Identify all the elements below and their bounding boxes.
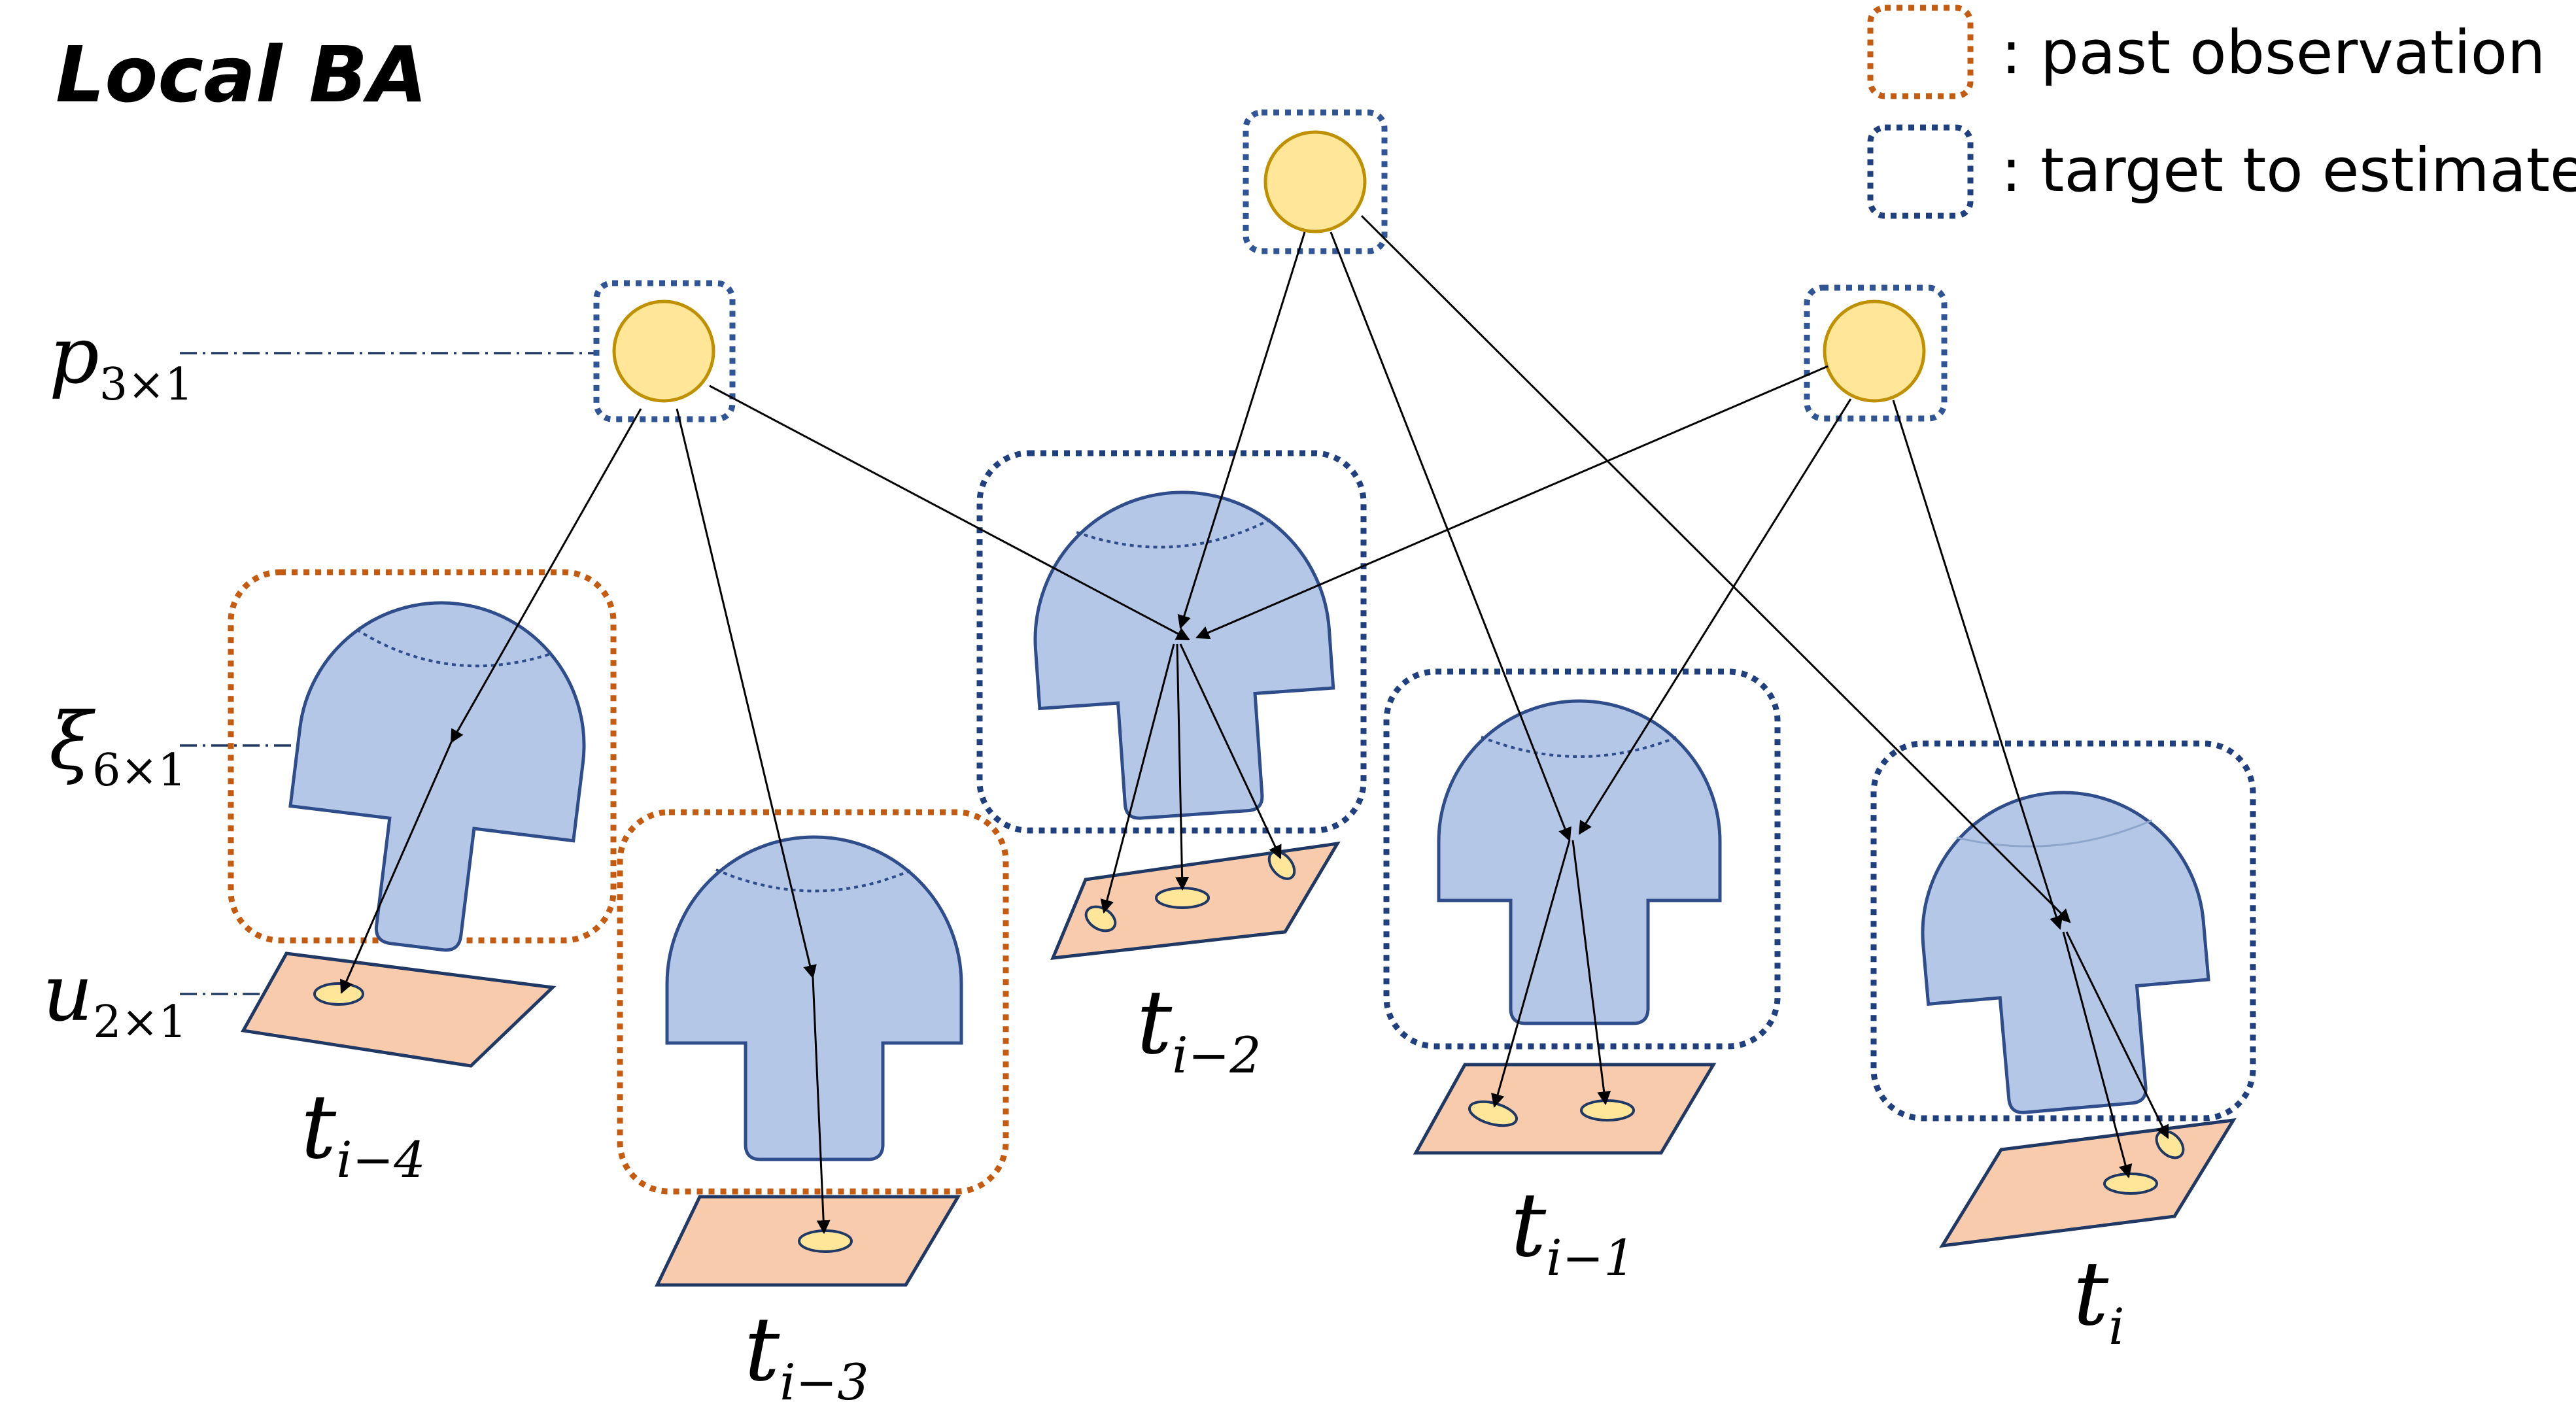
landmark-right-box — [1804, 284, 1948, 422]
camera-lens-arc — [1481, 736, 1678, 758]
landmark-left-point — [612, 300, 715, 403]
camera-body — [1921, 791, 2210, 1114]
frame-t-i-3-box — [617, 809, 1009, 1195]
ray-left-to-t-i-2-center — [709, 385, 1190, 641]
image-plane — [1413, 1063, 1717, 1155]
ray-top-to-t-i-center — [1360, 214, 2071, 923]
frame-t-i-4: ti−4 — [228, 569, 617, 1189]
camera-body — [1437, 699, 1722, 1025]
ray-t-i-to-image-b — [2065, 931, 2169, 1139]
ray-right-to-t-i-2-center — [1195, 365, 1829, 640]
observation-point — [1155, 887, 1210, 909]
observation-point — [798, 1229, 853, 1253]
legend-past-label: : past observation — [2001, 18, 2545, 88]
observation-point — [313, 982, 364, 1006]
frame-t-i-1: ti−1 — [1383, 668, 1781, 1287]
diagram-title: Local BA — [56, 29, 428, 120]
ray-top-to-t-i-2-center — [1177, 231, 1306, 630]
landmark-top-point — [1263, 130, 1367, 233]
frame-t-i-label: ti — [2073, 1242, 2125, 1356]
camera-lens-arc — [715, 868, 913, 893]
ray-right-to-t-i-center — [1892, 400, 2063, 931]
ray-left-to-t-i-4-center — [450, 408, 642, 744]
frame-t-i: ti — [1870, 740, 2256, 1356]
observation-rays — [339, 214, 2169, 1235]
p-label: p3×1 — [49, 311, 193, 411]
frame-t-i-2: ti−2 — [976, 450, 1367, 1084]
landmark-top-box — [1243, 109, 1388, 254]
legend-target-swatch — [1867, 124, 1974, 219]
ray-t-i-4-to-image — [339, 742, 453, 994]
observation-point — [2103, 1173, 2158, 1195]
ray-t-i-2-to-image-c — [1179, 643, 1282, 859]
u-label: u2×1 — [43, 948, 187, 1048]
frame-t-i-1-box — [1383, 668, 1781, 1050]
ray-t-i-2-to-image-b — [1175, 643, 1190, 891]
ray-t-i-1-to-image-a — [1491, 840, 1571, 1108]
ray-t-i-2-to-image-a — [1100, 643, 1175, 914]
frame-t-i-2-box — [976, 450, 1367, 834]
landmarks — [593, 109, 1948, 422]
frame-t-i-2-label: ti−2 — [1137, 971, 1262, 1084]
frame-t-i-4-label: ti−4 — [301, 1076, 426, 1189]
legend-target-label: : target to estimate — [2001, 135, 2576, 205]
frame-t-i-box — [1870, 740, 2256, 1121]
camera-lens-arc — [1076, 517, 1273, 549]
image-plane — [241, 951, 557, 1068]
ray-left-to-t-i-3-center — [676, 408, 817, 980]
landmark-left-box — [593, 280, 736, 422]
legend: : past observation : target to estimate — [1867, 5, 2576, 219]
xi-label: ξ6×1 — [49, 696, 186, 796]
ray-t-i-3-to-image — [812, 977, 831, 1235]
ray-right-to-t-i-1-center — [1578, 398, 1852, 835]
ray-t-i-1-to-image-b — [1571, 840, 1611, 1106]
observation-point — [1580, 1099, 1635, 1121]
image-plane — [1939, 1118, 2237, 1248]
ray-t-i-to-image-a — [2062, 931, 2133, 1179]
frame-t-i-1-label: ti−1 — [1511, 1174, 1636, 1287]
camera-lens-arc — [1956, 819, 2153, 847]
ray-top-to-t-i-1-center — [1330, 231, 1571, 842]
frame-t-i-3: ti−3 — [617, 809, 1009, 1411]
camera-lens-arc — [356, 628, 552, 668]
legend-past-swatch — [1867, 5, 1974, 99]
landmark-right-point — [1823, 300, 1926, 403]
frame-t-i-3-label: ti−3 — [744, 1298, 869, 1411]
camera-body — [1033, 490, 1335, 820]
